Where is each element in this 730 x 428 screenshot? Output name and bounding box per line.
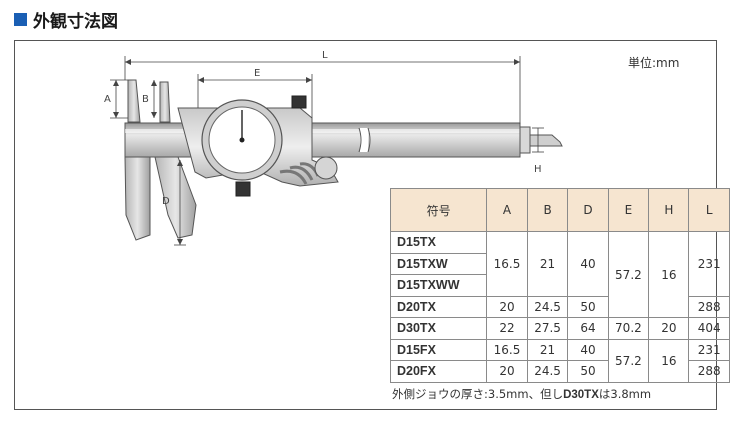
value-cell-b: 24.5	[526, 360, 569, 383]
value-cell-d: 40	[567, 338, 609, 361]
heading-text: 外観寸法図	[33, 11, 118, 32]
header-cell: E	[607, 188, 650, 232]
value-cell-e: 57.2	[607, 338, 650, 383]
jaw-thickness-note: 外側ジョウの厚さ:3.5mm、但しD30TXは3.8mm	[392, 386, 651, 402]
value-cell-d: 50	[567, 360, 609, 383]
header-cell: B	[526, 188, 569, 232]
value-cell-b: 27.5	[526, 317, 569, 340]
model-cell: D15TX	[389, 231, 488, 254]
adjust-knob	[235, 181, 251, 197]
value-cell-a: 16.5	[486, 231, 528, 297]
note-prefix: 外側ジョウの厚さ:3.5mm、但し	[392, 387, 564, 401]
value-cell-a: 16.5	[486, 338, 528, 361]
table-row: D15TXW	[389, 252, 730, 275]
value-cell-d: 50	[567, 295, 609, 318]
table-row: D30TX 22 27.5 64 70.2 20 404	[389, 317, 730, 340]
model-cell: D30TX	[389, 317, 488, 340]
table-row: D15FX 16.5 21 40 57.2 16 231	[389, 338, 730, 383]
dimension-arrows	[113, 59, 520, 245]
dim-label-E: E	[254, 68, 260, 79]
value-cell-l: 404	[688, 317, 730, 340]
value-cell-e: 70.2	[607, 317, 650, 340]
table-header-row: 符号 A B D E H L	[389, 188, 730, 232]
spec-table: 符号 A B D E H L D15TX 16.5 21 40 57.2 16 …	[389, 188, 730, 383]
model-cell: D20TX	[389, 295, 488, 318]
value-cell-h: 16	[648, 338, 690, 383]
value-cell-a: 20	[486, 360, 528, 383]
section-heading: 外観寸法図	[14, 6, 118, 32]
note-suffix: は3.8mm	[598, 387, 652, 401]
value-cell-a: 20	[486, 295, 528, 318]
value-cell-b: 21	[526, 338, 569, 361]
header-cell: H	[648, 188, 690, 232]
value-cell-a: 22	[486, 317, 528, 340]
value-cell-d: 40	[567, 231, 609, 297]
value-cell-d: 64	[567, 317, 609, 340]
model-cell: D20FX	[389, 360, 488, 383]
unit-label: 単位:mm	[628, 56, 680, 70]
model-cell: D15TXWW	[389, 274, 488, 297]
lock-screw	[291, 95, 307, 109]
header-cell: L	[688, 188, 730, 232]
table-row: D20TX 20 24.5 50 288	[389, 295, 730, 318]
value-cell-l: 231	[688, 338, 730, 361]
value-cell-e: 57.2	[607, 231, 650, 318]
dim-label-L: L	[322, 50, 328, 61]
header-cell: 符号	[389, 188, 488, 232]
model-cell: D15FX	[389, 338, 488, 361]
model-cell: D15TXW	[389, 252, 488, 275]
fixed-jaw	[124, 79, 151, 241]
value-cell-b: 21	[526, 231, 569, 297]
thumb-roller	[314, 156, 338, 180]
table-row: D20FX 20 24.5 50 288	[389, 360, 730, 383]
note-model: D30TX	[563, 389, 599, 401]
value-cell-l: 231	[688, 231, 730, 297]
header-cell: A	[486, 188, 528, 232]
value-cell-l: 288	[688, 360, 730, 383]
table-row: D15TX 16.5 21 40 57.2 16 231	[389, 231, 730, 318]
dial-face	[201, 99, 283, 181]
dimension-lines	[110, 56, 544, 246]
header-cell: D	[567, 188, 609, 232]
dim-label-H: H	[534, 164, 542, 175]
dim-label-A: A	[104, 94, 111, 105]
value-cell-b: 24.5	[526, 295, 569, 318]
dim-label-D: D	[162, 196, 170, 207]
dim-label-B: B	[142, 94, 149, 105]
depth-rod	[529, 134, 563, 147]
value-cell-l: 288	[688, 295, 730, 318]
value-cell-h: 20	[648, 317, 690, 340]
value-cell-h: 16	[648, 231, 690, 318]
heading-square-icon	[14, 12, 27, 26]
